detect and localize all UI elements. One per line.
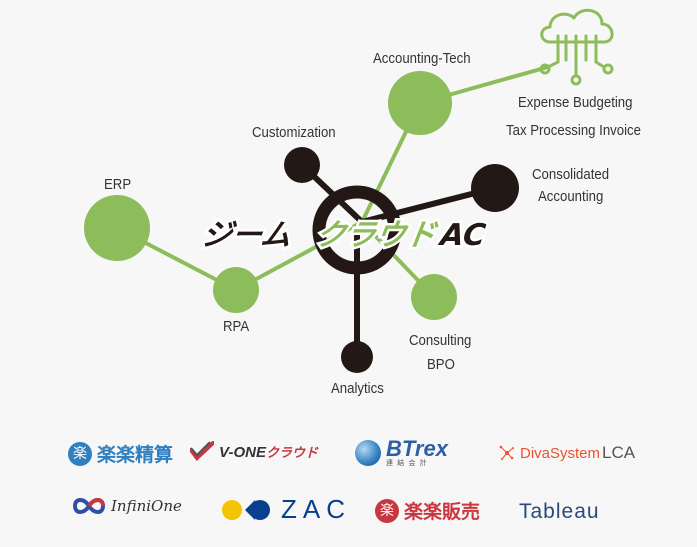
label-erp: ERP — [104, 176, 132, 193]
infinity-icon — [72, 495, 106, 517]
tableau-text: Tableau — [519, 500, 600, 523]
zac-text: ZAC — [281, 494, 351, 524]
rakuraku-seisan-text: 楽楽精算 — [97, 444, 174, 466]
label-consolidated-line1: Consolidated — [532, 166, 610, 183]
label-analytics: Analytics — [331, 380, 384, 397]
rakuraku-red-badge-icon: 楽 — [375, 498, 399, 523]
node-analytics — [341, 341, 373, 373]
v-one-check-icon — [189, 441, 215, 461]
v-one-text: V-ONEクラウド — [219, 443, 318, 461]
brand-dark: ジーム — [199, 218, 293, 253]
brand-suffix: AC — [436, 218, 487, 253]
node-consolidated — [471, 164, 519, 212]
btrex-subtext: 連 結 会 計 — [386, 459, 428, 467]
label-rpa: RPA — [223, 318, 250, 335]
brand-green: クラウド — [313, 218, 440, 253]
infinione-text: InfiniOne — [111, 497, 182, 515]
label-accounting-tech: Accounting-Tech — [373, 50, 471, 67]
zac-dots-icon — [222, 499, 270, 520]
logo-tableau: Tableau — [519, 500, 600, 524]
node-accounting-tech — [388, 71, 452, 135]
cloud-network-icon — [539, 8, 614, 86]
label-consulting-line2: BPO — [427, 356, 455, 373]
center-brand: ジーム クラウド AC — [197, 216, 490, 256]
line-center-rpa — [234, 220, 364, 292]
label-expense-budgeting: Expense Budgeting — [518, 94, 633, 111]
node-customization — [284, 147, 320, 183]
connector-lines — [115, 65, 550, 360]
logo-btrex: BTrex 連 結 会 計 — [355, 438, 448, 467]
btrex-text: BTrex — [386, 436, 448, 461]
divasystem-spark-icon — [499, 445, 515, 461]
node-consulting — [411, 274, 457, 320]
logo-rakuraku-seisan: 楽 楽楽精算 — [68, 440, 173, 467]
label-tax-processing-invoice: Tax Processing Invoice — [506, 122, 641, 139]
logo-infinione: InfiniOne — [72, 495, 182, 517]
label-consolidated-line2: Accounting — [538, 188, 604, 205]
node-rpa — [213, 267, 259, 313]
node-erp — [84, 195, 150, 261]
rakuraku-badge-icon: 楽 — [68, 441, 92, 466]
center-ring — [312, 185, 402, 275]
label-consulting-line1: Consulting — [409, 332, 472, 349]
logo-v-one-cloud: V-ONEクラウド — [189, 441, 318, 461]
rakuraku-hanbai-text: 楽楽販売 — [404, 501, 481, 523]
logo-zac: ZAC — [222, 494, 351, 525]
btrex-sphere-icon — [355, 439, 381, 466]
logo-rakuraku-hanbai: 楽 楽楽販売 — [375, 497, 480, 524]
label-customization: Customization — [252, 124, 336, 141]
